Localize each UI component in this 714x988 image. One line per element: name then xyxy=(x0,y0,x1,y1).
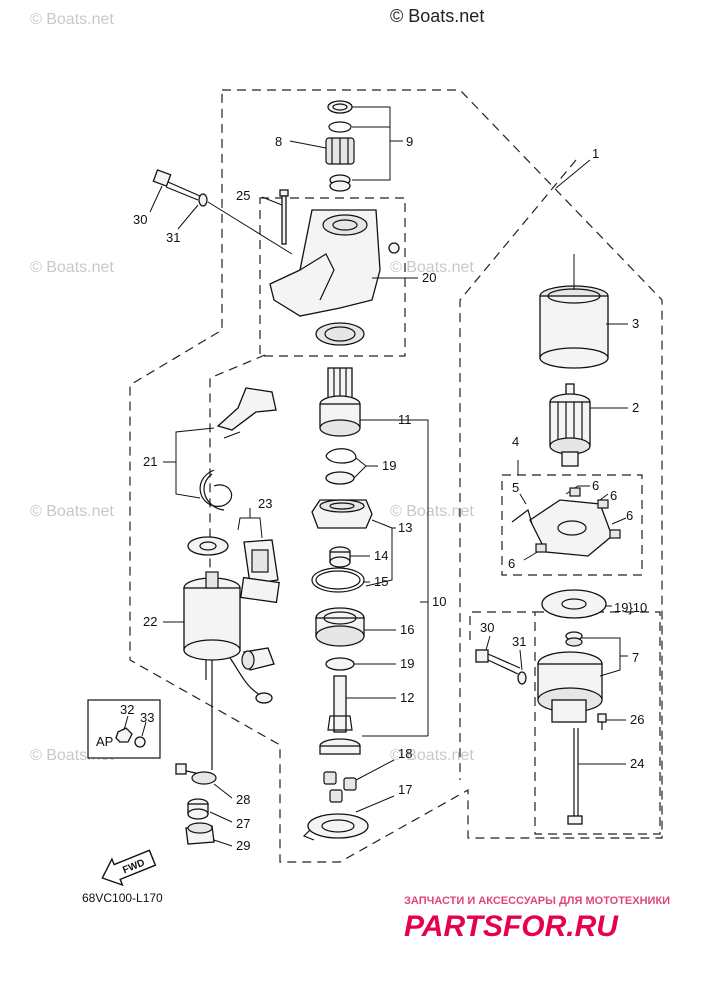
long-bolt-24 xyxy=(567,728,583,825)
callout-1: 1 xyxy=(592,146,599,161)
plate-17 xyxy=(302,813,369,841)
planet-gears-18 xyxy=(323,771,357,803)
callout-11: 11 xyxy=(398,412,412,427)
pinion-assembly xyxy=(325,100,355,192)
callout-15: 15 xyxy=(374,574,388,589)
callout-24: 24 xyxy=(630,756,644,771)
boot-23-lower xyxy=(240,576,280,604)
callout-6d: 6 xyxy=(508,556,515,571)
yoke-3 xyxy=(539,285,609,369)
washer-31-lower xyxy=(517,671,527,685)
callout-32: 32 xyxy=(120,702,134,717)
terminal-28 xyxy=(175,763,217,785)
watermark-left-2: © Boats.net xyxy=(30,503,114,520)
watermark-right-3: © Boats.net xyxy=(390,747,474,764)
callout-17: 17 xyxy=(398,782,412,797)
callout-30b: 30 xyxy=(480,620,494,635)
clutch-11 xyxy=(319,367,361,437)
cap-27 xyxy=(187,798,209,820)
watermark-left-1: © Boats.net xyxy=(30,259,114,276)
cap-22 xyxy=(241,647,275,671)
left-inner-outline xyxy=(209,354,266,660)
callout-31a: 31 xyxy=(166,230,180,245)
callout-14: 14 xyxy=(374,548,388,563)
callout-18: 18 xyxy=(398,746,412,761)
solenoid-22 xyxy=(183,571,273,770)
lever-21 xyxy=(199,387,277,511)
callout-19c: 19}10 xyxy=(614,600,647,615)
bracket-13 xyxy=(311,499,373,529)
callout-10: 10 xyxy=(432,594,446,609)
bolt-25 xyxy=(279,189,289,245)
callout-23: 23 xyxy=(258,496,272,511)
watermark-top-left: © Boats.net xyxy=(30,11,114,28)
bolt-30-lower xyxy=(475,649,521,675)
brush-holder-5 xyxy=(511,499,613,557)
nut-32 xyxy=(115,727,133,743)
brand-logo: PARTSFOR.RU xyxy=(404,910,619,943)
motor-group-outline xyxy=(459,159,577,780)
boot-23 xyxy=(243,539,279,585)
gear-16 xyxy=(315,607,365,647)
callout-27: 27 xyxy=(236,816,250,831)
callout-8: 8 xyxy=(275,134,282,149)
washer-33 xyxy=(134,736,146,748)
watermark-right-1: © Boats.net xyxy=(390,259,474,276)
callout-31b: 31 xyxy=(512,634,526,649)
callout-30a: 30 xyxy=(133,212,147,227)
callout-19a: 19 xyxy=(382,458,396,473)
callout-9: 9 xyxy=(406,134,413,149)
brush-6a xyxy=(569,487,581,497)
shaft-12 xyxy=(319,675,361,755)
callout-7: 7 xyxy=(632,650,639,665)
callout-16: 16 xyxy=(400,622,414,637)
brand-subtitle: ЗАПЧАСТИ И АКСЕССУАРЫ ДЛЯ МОТОТЕХНИКИ xyxy=(404,895,670,907)
brush-6b xyxy=(597,499,609,509)
bolt-30-upper xyxy=(152,169,201,201)
housing-group-outline xyxy=(259,197,406,357)
drive-housing-20 xyxy=(269,209,400,346)
callout-6a: 6 xyxy=(592,478,599,493)
seal-15 xyxy=(311,567,365,593)
plate-19c xyxy=(541,589,607,619)
callout-3: 3 xyxy=(632,316,639,331)
watermark-right-2: © Boats.net xyxy=(390,503,474,520)
callout-20: 20 xyxy=(422,270,436,285)
callout-12: 12 xyxy=(400,690,414,705)
callout-21: 21 xyxy=(143,454,157,469)
end-cover-7 xyxy=(537,651,603,723)
brush-6c xyxy=(609,529,621,539)
circlip-19a xyxy=(325,448,357,464)
callout-13: 13 xyxy=(398,520,412,535)
plate-23-washer xyxy=(187,536,229,556)
callout-6c: 6 xyxy=(626,508,633,523)
fwd-arrow-icon: FWD xyxy=(101,849,157,887)
boot-29 xyxy=(185,822,215,845)
ap-label: AP xyxy=(96,734,113,749)
armature-2 xyxy=(549,383,591,467)
washer-31-upper xyxy=(198,193,208,207)
callout-19b: 19 xyxy=(400,656,414,671)
callout-6b: 6 xyxy=(610,488,617,503)
callout-28: 28 xyxy=(236,792,250,807)
washer-19a xyxy=(325,471,355,485)
callout-33: 33 xyxy=(140,710,154,725)
washer-19b xyxy=(325,657,355,671)
callout-22: 22 xyxy=(143,614,157,629)
diagram-code: 68VC100-L170 xyxy=(82,891,163,905)
callout-29: 29 xyxy=(236,838,250,853)
callout-2: 2 xyxy=(632,400,639,415)
screw-26 xyxy=(597,713,607,730)
callout-25: 25 xyxy=(236,188,250,203)
callout-5: 5 xyxy=(512,480,519,495)
watermark-top: © Boats.net xyxy=(390,6,484,26)
callout-4: 4 xyxy=(512,434,519,449)
assembly-outline xyxy=(129,89,663,863)
brush-6d xyxy=(535,543,547,553)
callout-26: 26 xyxy=(630,712,644,727)
